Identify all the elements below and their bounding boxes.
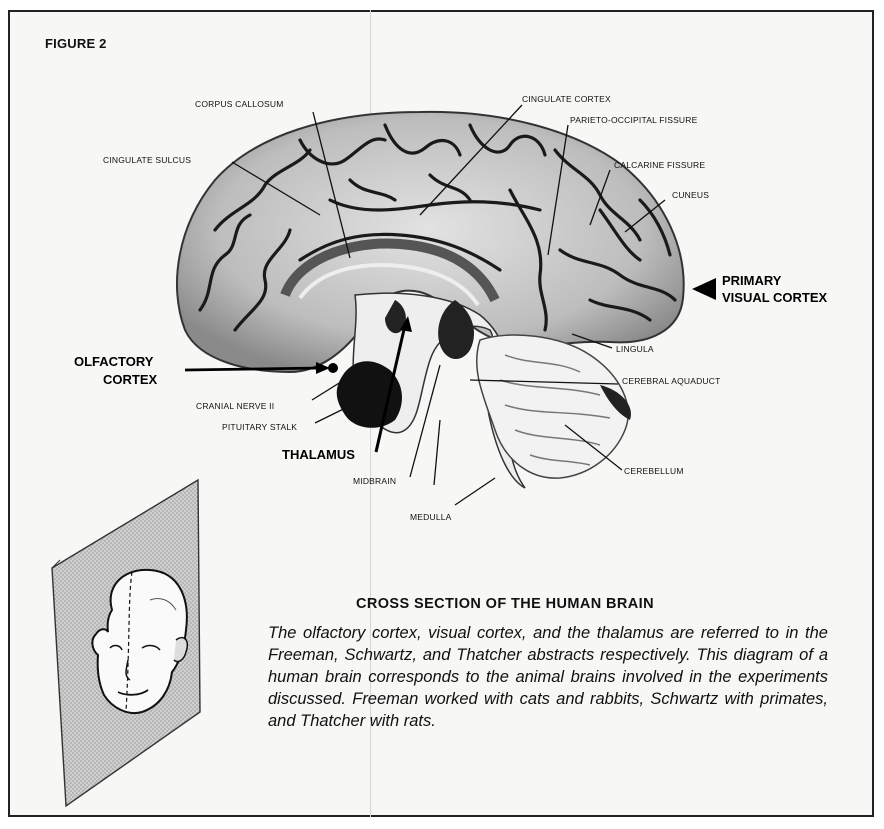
caption-title: CROSS SECTION OF THE HUMAN BRAIN [356, 596, 654, 612]
label-lingula: LINGULA [616, 344, 654, 354]
visual-cortex-arrowhead [692, 278, 716, 300]
label-calcarine-fissure: CALCARINE FISSURE [614, 160, 705, 170]
caption-body: The olfactory cortex, visual cortex, and… [268, 622, 828, 732]
label-visual-cortex: VISUAL CORTEX [722, 290, 828, 305]
label-cingulate-sulcus: CINGULATE SULCUS [103, 155, 191, 165]
label-midbrain: MIDBRAIN [353, 476, 396, 486]
label-cerebral-aquaduct: CEREBRAL AQUADUCT [622, 376, 721, 386]
label-medulla: MEDULLA [410, 512, 452, 522]
label-corpus-callosum: CORPUS CALLOSUM [195, 99, 284, 109]
label-pituitary-stalk: PITUITARY STALK [222, 422, 297, 432]
label-cingulate-cortex: CINGULATE CORTEX [522, 94, 611, 104]
label-cranial-nerve-ii: CRANIAL NERVE II [196, 401, 274, 411]
label-thalamus: THALAMUS [282, 447, 355, 462]
label-primary: PRIMARY [722, 273, 782, 288]
label-cerebellum: CEREBELLUM [624, 466, 684, 476]
olfactory-arrow-line [185, 368, 322, 370]
head-inset-illustration [52, 480, 200, 806]
label-cuneus: CUNEUS [672, 190, 709, 200]
label-olfactory: OLFACTORY [74, 354, 154, 369]
label-parieto-occipital-fissure: PARIETO-OCCIPITAL FISSURE [570, 115, 698, 125]
label-cortex: CORTEX [103, 372, 158, 387]
